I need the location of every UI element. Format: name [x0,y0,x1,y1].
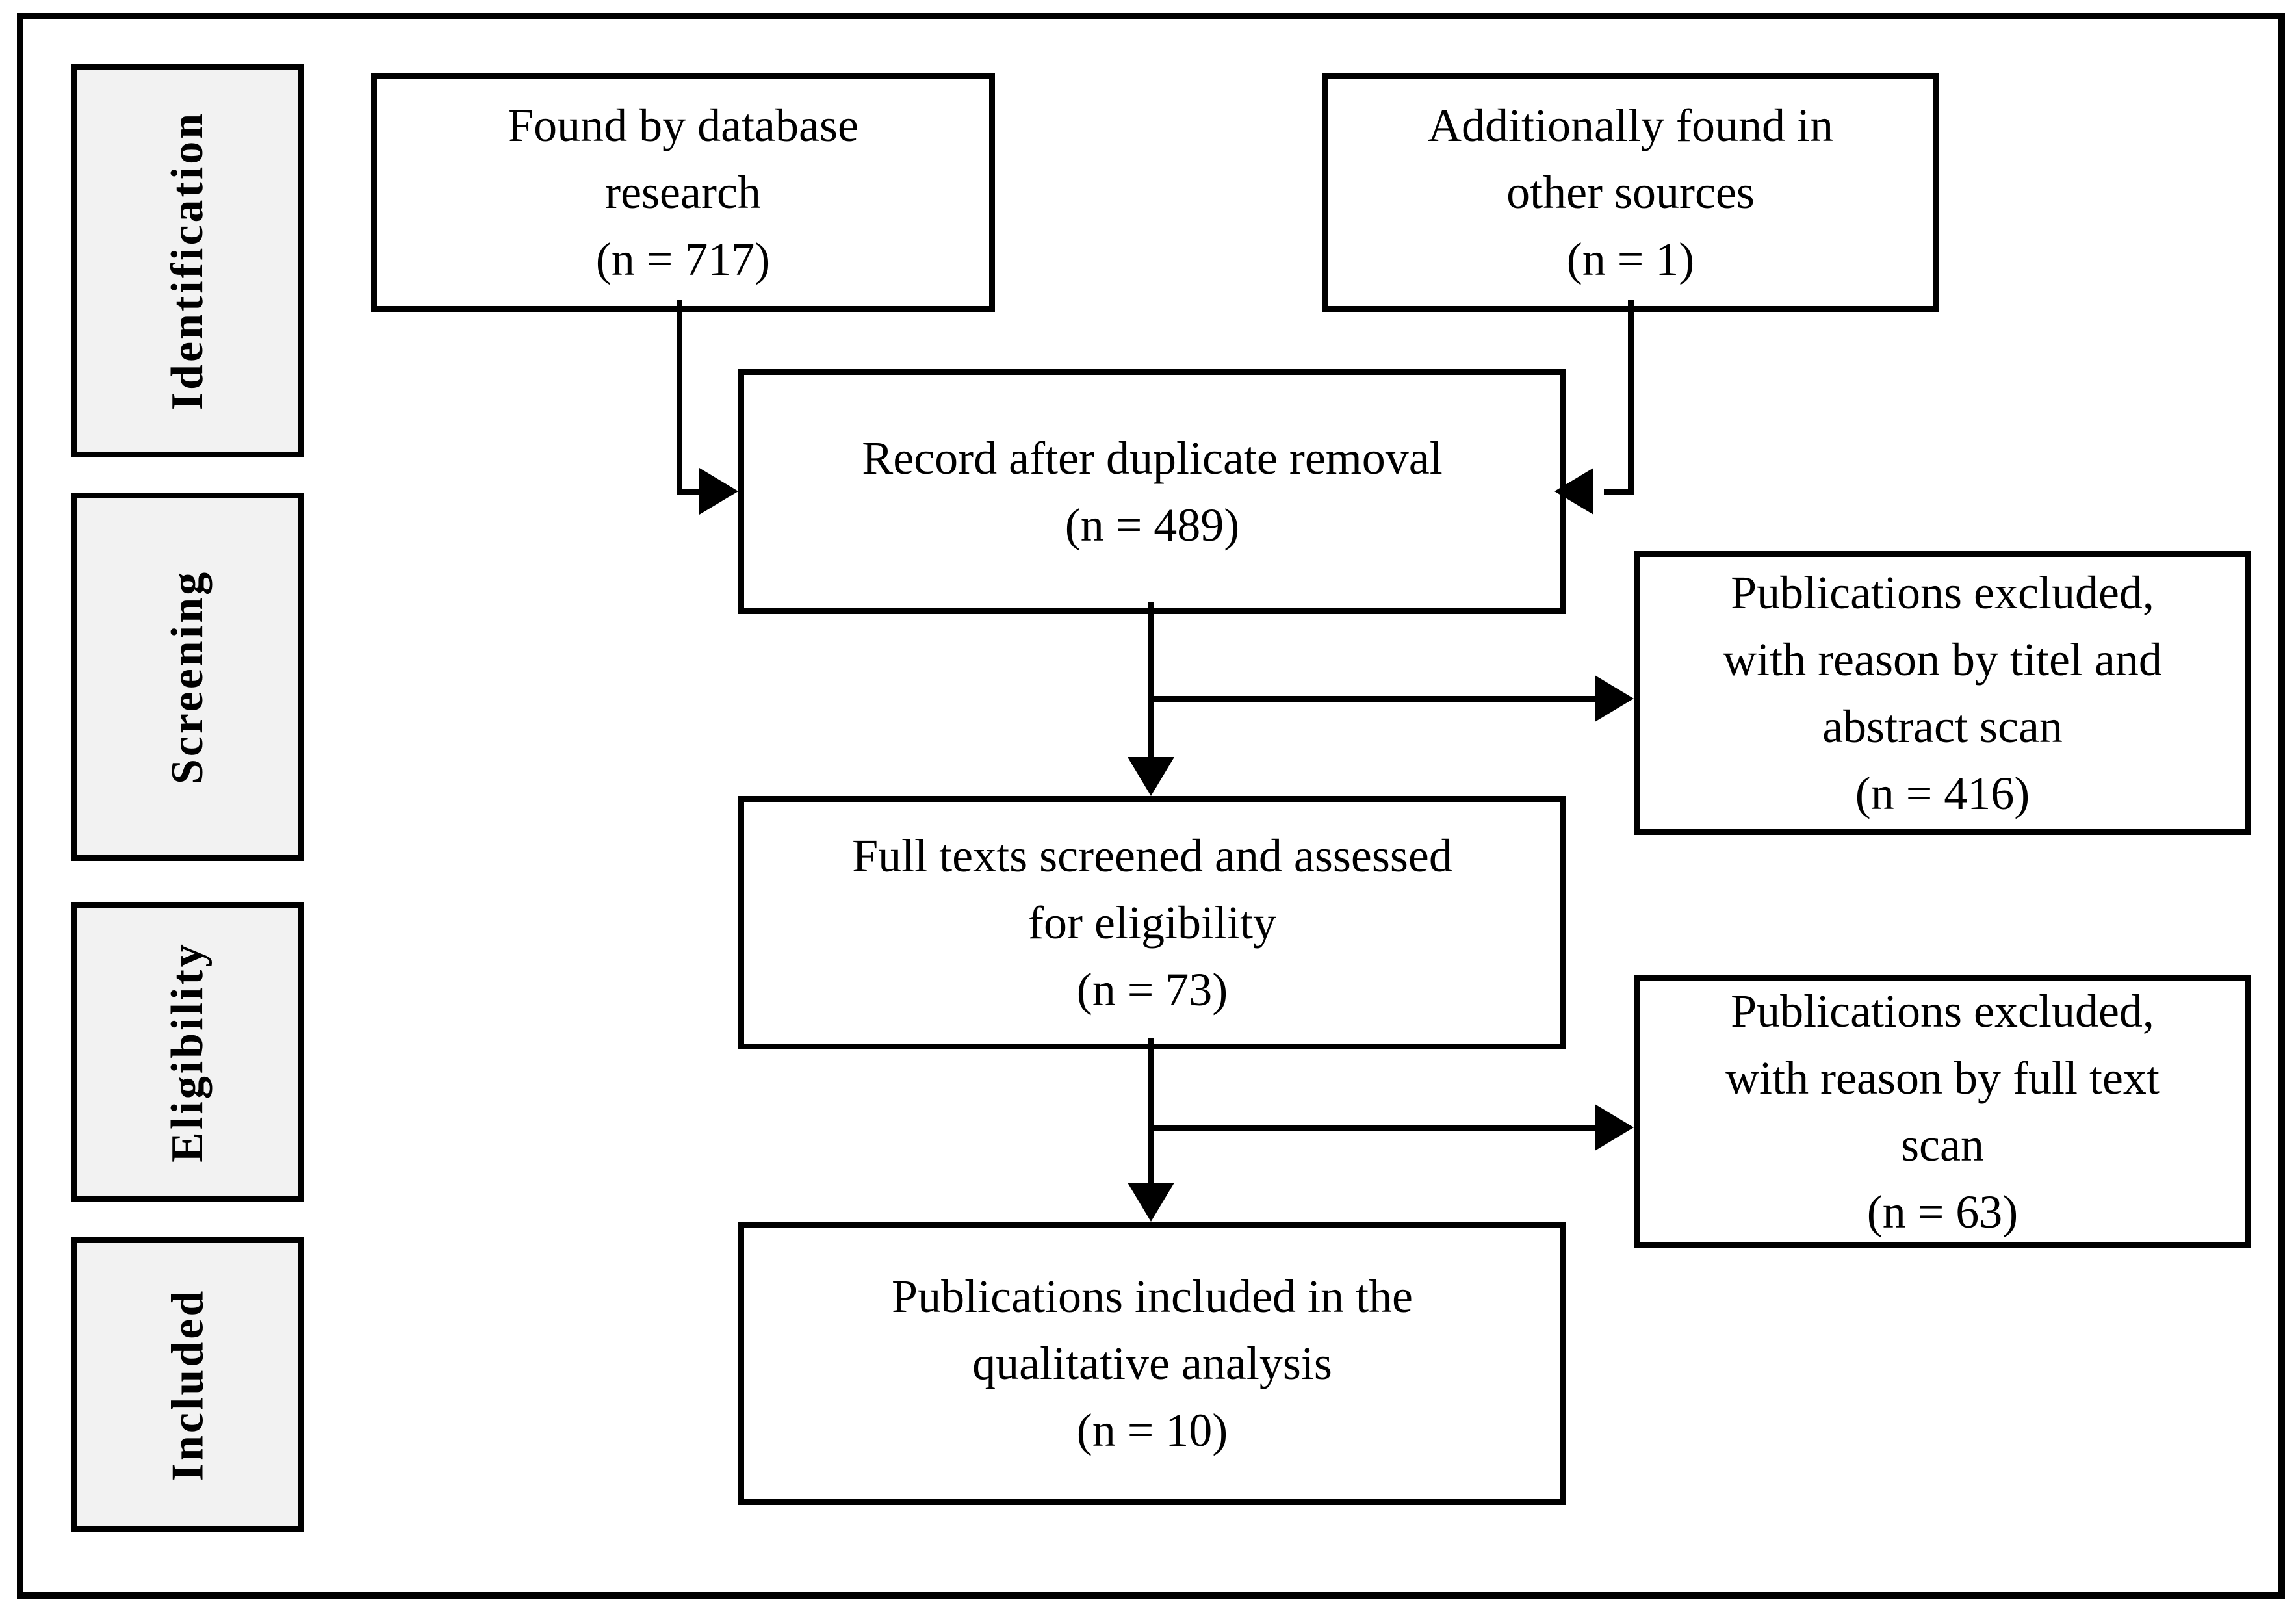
arrow-line [1148,1038,1154,1186]
arrowhead-down-icon [1128,1183,1174,1222]
arrowhead-left-icon [1554,468,1593,515]
stage-box-included: Included [71,1237,304,1532]
node-text-line: for eligibility [1028,896,1276,949]
node-full-texts-screened: Full texts screened and assessed for eli… [738,796,1566,1049]
arrow-line [1151,696,1595,702]
node-text-line: Additionally found in [1428,99,1833,151]
stage-label-eligibility: Eligibility [162,941,213,1163]
node-text-line: with reason by titel and [1723,633,2162,686]
arrow-line [1604,489,1634,495]
node-text-line: Found by database [508,99,858,151]
node-text-line: (n = 489) [1064,498,1240,551]
node-text-line: Full texts screened and assessed [852,829,1452,882]
stage-label-screening: Screening [162,569,213,784]
node-text-line: other sources [1506,166,1755,218]
arrowhead-down-icon [1128,757,1174,796]
node-text-line: abstract scan [1822,700,2063,752]
node-text-line: scan [1901,1118,1984,1171]
arrowhead-right-icon [1595,1104,1634,1151]
arrowhead-right-icon [1595,675,1634,722]
arrow-line [1628,300,1634,495]
node-additionally-found: Additionally found in other sources (n =… [1322,73,1939,312]
node-text-line: Publications excluded, [1731,984,2154,1037]
node-text-line: with reason by full text [1725,1051,2160,1104]
stage-box-identification: Identification [71,64,304,457]
arrowhead-right-icon [699,468,738,515]
arrow-line [1148,602,1154,760]
node-text-line: (n = 10) [1076,1404,1228,1456]
stage-label-identification: Identification [162,110,213,411]
stage-box-screening: Screening [71,493,304,861]
node-record-after-duplicate-removal: Record after duplicate removal (n = 489) [738,369,1566,614]
stage-box-eligibility: Eligibility [71,902,304,1202]
node-included-qualitative-analysis: Publications included in the qualitative… [738,1222,1566,1505]
node-text-line: qualitative analysis [972,1337,1332,1389]
node-text-line: Publications included in the [892,1270,1413,1322]
diagram-outer-border [17,13,2285,1599]
node-text-line: Publications excluded, [1731,566,2154,619]
stage-label-included: Included [162,1288,213,1481]
node-found-by-database: Found by database research (n = 717) [371,73,995,312]
node-text-line: (n = 717) [595,233,771,285]
node-excluded-title-abstract: Publications excluded, with reason by ti… [1634,551,2251,835]
node-text-line: (n = 63) [1866,1185,2019,1238]
node-text-line: research [605,166,761,218]
node-text-line: (n = 1) [1566,233,1695,285]
node-text-line: (n = 73) [1076,963,1228,1016]
node-excluded-full-text: Publications excluded, with reason by fu… [1634,975,2251,1248]
arrow-line [677,300,682,495]
node-text-line: (n = 416) [1855,767,2030,819]
arrow-line [1151,1125,1595,1131]
node-text-line: Record after duplicate removal [862,431,1443,484]
arrow-line [677,489,703,495]
